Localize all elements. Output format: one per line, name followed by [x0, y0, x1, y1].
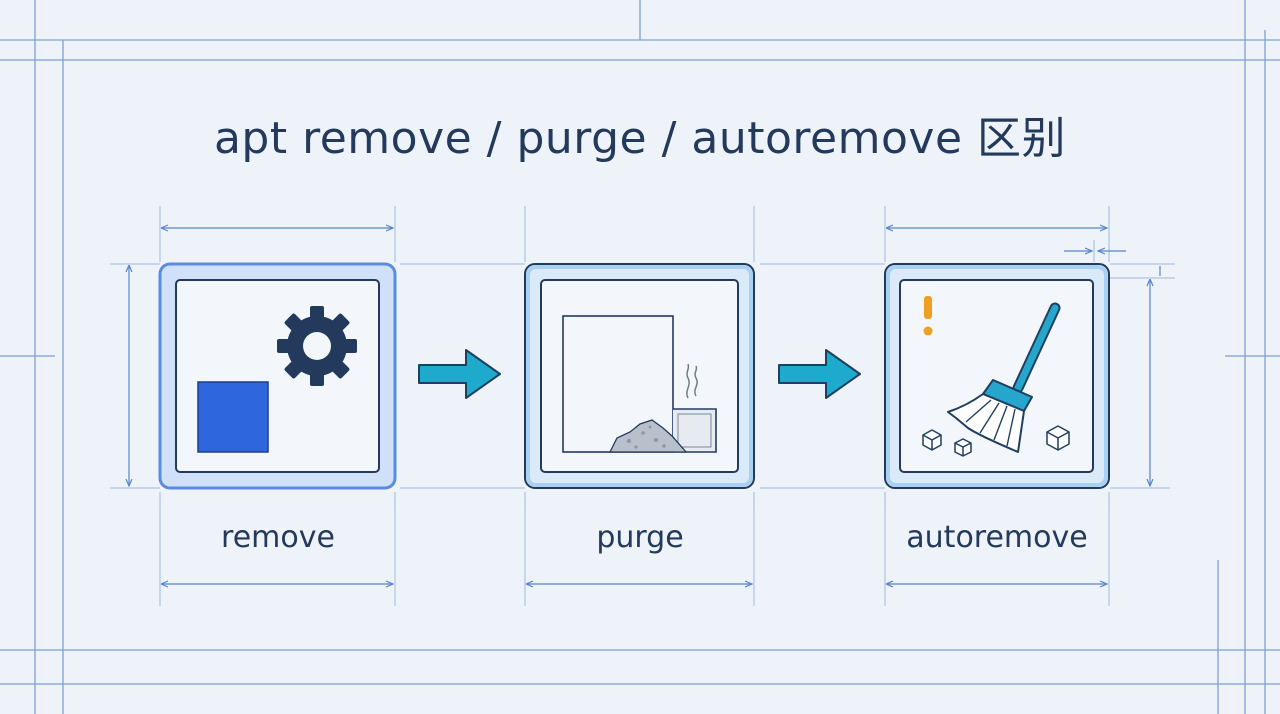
page-title: apt remove / purge / autoremove 区别 [213, 113, 1067, 164]
step-label-purge: purge [596, 520, 684, 555]
right-arrow-icon [418, 349, 501, 399]
step-label-autoremove: autoremove [906, 520, 1088, 555]
step-label-remove: remove [221, 520, 335, 555]
broom-sweep-icon [922, 296, 1070, 457]
warning-icon [923, 296, 933, 336]
gear-and-square-icon [197, 306, 357, 453]
step-frame-autoremove [884, 263, 1110, 489]
rubble-trash-icon [562, 315, 717, 453]
step-frame-remove [158, 262, 397, 490]
right-arrow-icon [778, 349, 861, 399]
